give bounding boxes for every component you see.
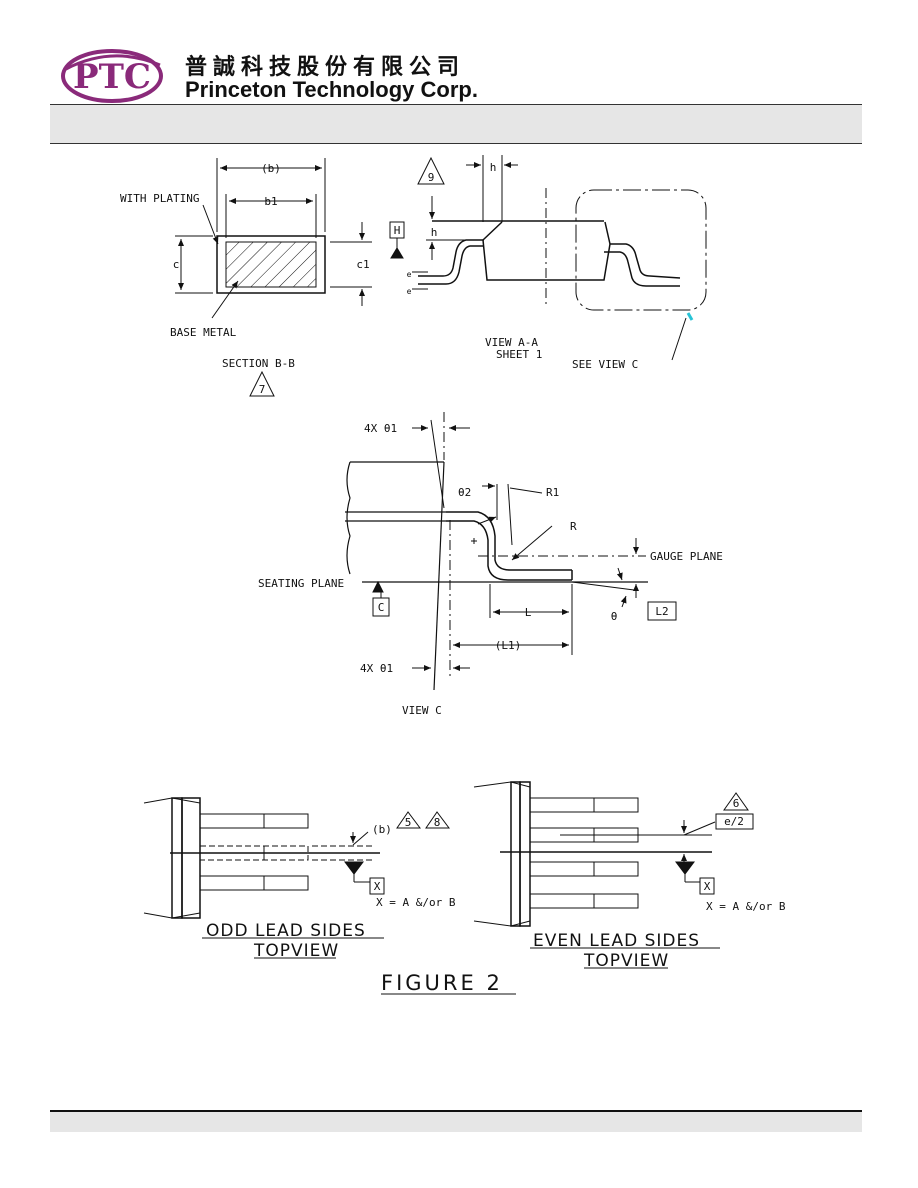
dim-h-top: h [490,161,497,174]
logo-text: PTC [73,57,151,97]
datum-c: C [378,601,385,614]
dim-e-top: e [407,270,412,279]
r-label: R [570,520,577,533]
with-plating-label: WITH PLATING [120,192,199,205]
view-aa [389,155,707,361]
theta2-label: θ2 [458,486,471,499]
seating-plane-label: SEATING PLANE [258,577,344,590]
dim-c: c [173,258,180,271]
dim-b: (b) [261,162,281,175]
base-metal-label: BASE METAL [170,326,237,339]
view-aa-note: 9 [428,171,435,184]
gauge-plane-label: GAUGE PLANE [650,550,723,563]
footer-band [50,1110,862,1132]
odd-lead-subtitle: TOPVIEW [253,941,339,961]
odd-note-5: 5 [405,816,412,829]
even-lead-sides [473,781,754,969]
dim-h-side: h [431,226,438,239]
even-lead-subtitle: TOPVIEW [583,951,669,971]
odd-lead-sides [143,797,450,959]
section-bb-note: 7 [259,383,266,396]
company-name-chinese: 普誠科技股份有限公司 [185,55,466,80]
even-datum-x: X [704,880,711,893]
odd-dim-b: (b) [372,823,392,836]
dim-e-bot: e [407,287,412,296]
section-bb [175,158,372,397]
dim-c1: c1 [356,258,369,271]
view-c-title: VIEW C [402,704,442,717]
theta-label: θ [611,610,618,623]
odd-datum-x: X [374,880,381,893]
l2-label: L2 [655,605,668,618]
view-aa-sheet: SHEET 1 [496,348,542,361]
dim-l1: (L1) [495,639,522,652]
theta1-top-label: 4X θ1 [364,422,397,435]
theta1-bottom-label: 4X θ1 [360,662,393,675]
header-band [50,104,862,144]
company-name-english: Princeton Technology Corp. [185,77,478,102]
odd-note-8: 8 [434,816,441,829]
see-view-c: SEE VIEW C [572,358,638,371]
even-lead-title: EVEN LEAD SIDES [533,931,700,951]
dim-b1: b1 [264,195,277,208]
section-bb-title: SECTION B-B [222,357,295,370]
even-tolerance: e/2 [724,815,744,828]
r1-label: R1 [546,486,559,499]
figure-title: FIGURE 2 [381,971,503,995]
odd-lead-title: ODD LEAD SIDES [206,921,366,941]
dim-l: L [525,606,532,619]
odd-formula: X = A &/or B [376,896,456,909]
even-formula: X = A &/or B [706,900,786,913]
view-aa-title: VIEW A-A [485,336,538,349]
datum-h: H [394,224,401,237]
view-c [345,412,677,691]
ptc-logo: PTC [60,47,166,105]
even-note-6: 6 [733,797,740,810]
